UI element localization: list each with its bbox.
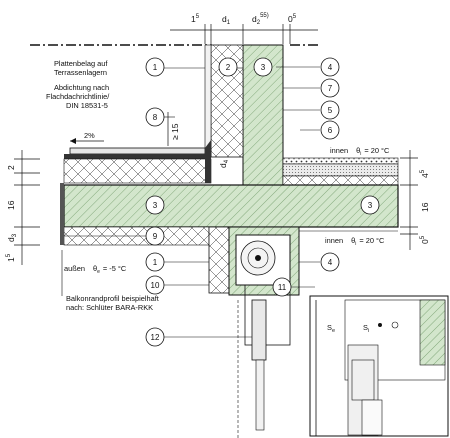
- svg-text:3: 3: [153, 201, 158, 210]
- label-abdichtung-2: Flachdachrichtlinie/: [46, 92, 110, 101]
- top-dimension-chain: 15 d1 d255) 05: [170, 13, 318, 44]
- callout-3-right: 3: [360, 195, 380, 215]
- svg-text:4: 4: [328, 258, 333, 267]
- concrete-slab: [63, 184, 399, 228]
- callout-3-top: 3: [253, 57, 273, 77]
- svg-text:10: 10: [151, 281, 160, 290]
- svg-text:9: 9: [153, 232, 158, 241]
- svg-text:8: 8: [153, 113, 158, 122]
- callout-1-bottom: 1: [145, 252, 165, 272]
- interior-floor-finish: [282, 157, 399, 165]
- dim-r1: 45: [420, 169, 430, 178]
- callout-12: 12: [145, 327, 165, 347]
- label-platten: Plattenbelag auf: [54, 59, 108, 68]
- callout-5: 5: [320, 100, 340, 120]
- callout-9: 9: [145, 226, 165, 246]
- window-head: [244, 284, 291, 346]
- svg-text:2%: 2%: [84, 131, 95, 140]
- balcony-edge-profile: [60, 183, 64, 245]
- label-terrassen: Terrassenlagern: [54, 68, 107, 77]
- dim-e: 05: [288, 14, 297, 24]
- svg-text:11: 11: [278, 283, 287, 292]
- left-dimension-chain: 2 16 d3 15: [6, 150, 40, 265]
- callout-11: 11: [272, 277, 292, 297]
- callout-7: 7: [320, 78, 340, 98]
- right-dimension-chain: 45 16 05: [400, 150, 430, 250]
- label-abdichtung-3: DIN 18531-5: [66, 101, 108, 110]
- svg-text:2: 2: [226, 63, 231, 72]
- callout-10: 10: [145, 275, 165, 295]
- svg-text:6: 6: [328, 126, 333, 135]
- terrace-slabs: [69, 147, 206, 155]
- waterproofing-upstand: [205, 140, 211, 183]
- callout-4-top: 4: [320, 57, 340, 77]
- callout-1-top: 1: [145, 57, 165, 77]
- label-abdichtung-1: Abdichtung nach: [54, 83, 109, 92]
- dim-a: 15: [191, 14, 200, 24]
- callout-3-left: 3: [145, 195, 165, 215]
- wall-render: [204, 44, 212, 158]
- svg-text:12: 12: [151, 333, 160, 342]
- dim-r2: 16: [420, 202, 430, 212]
- dim-v2: 16: [6, 200, 16, 210]
- svg-text:1: 1: [153, 258, 158, 267]
- interior-screed: [282, 163, 399, 177]
- callout-4-bottom: 4: [320, 252, 340, 272]
- d4-dimension: d4: [218, 159, 230, 168]
- si-label: Si: [363, 323, 369, 334]
- callout-2: 2: [218, 57, 238, 77]
- svg-text:3: 3: [261, 63, 266, 72]
- label-balkon-2: nach: Schlüter BARA-RKK: [66, 303, 153, 312]
- callout-8: 8: [145, 107, 165, 127]
- detail-inset: Se Si: [309, 295, 449, 437]
- dim-v1: 2: [6, 165, 16, 170]
- interior-impact-insulation: [282, 175, 399, 186]
- dim-r3: 05: [420, 235, 430, 244]
- dim-d1: d1: [222, 14, 231, 26]
- svg-text:5: 5: [328, 106, 333, 115]
- svg-text:4: 4: [328, 63, 333, 72]
- svg-text:7: 7: [328, 84, 333, 93]
- callouts: 1 2 3 4 7 5 8 6 3 3 9 1 4 10 11 12: [145, 57, 380, 347]
- lower-wall-insulation: [208, 226, 230, 294]
- se-label: Se: [327, 323, 335, 334]
- terrace-insulation: [63, 158, 212, 184]
- svg-text:3: 3: [368, 201, 373, 210]
- dim-v3: d3: [6, 233, 18, 242]
- svg-text:1: 1: [153, 63, 158, 72]
- dim-v4: 15: [6, 253, 16, 262]
- label-balkon-1: Balkonrandprofil beispielhaft: [66, 294, 159, 303]
- dim-d2: d255): [252, 13, 269, 26]
- slope-indicator: 2%: [70, 131, 104, 144]
- height-dimension: ≥ 15: [170, 123, 180, 140]
- callout-6: 6: [320, 120, 340, 140]
- waterproofing-layer: [64, 154, 205, 159]
